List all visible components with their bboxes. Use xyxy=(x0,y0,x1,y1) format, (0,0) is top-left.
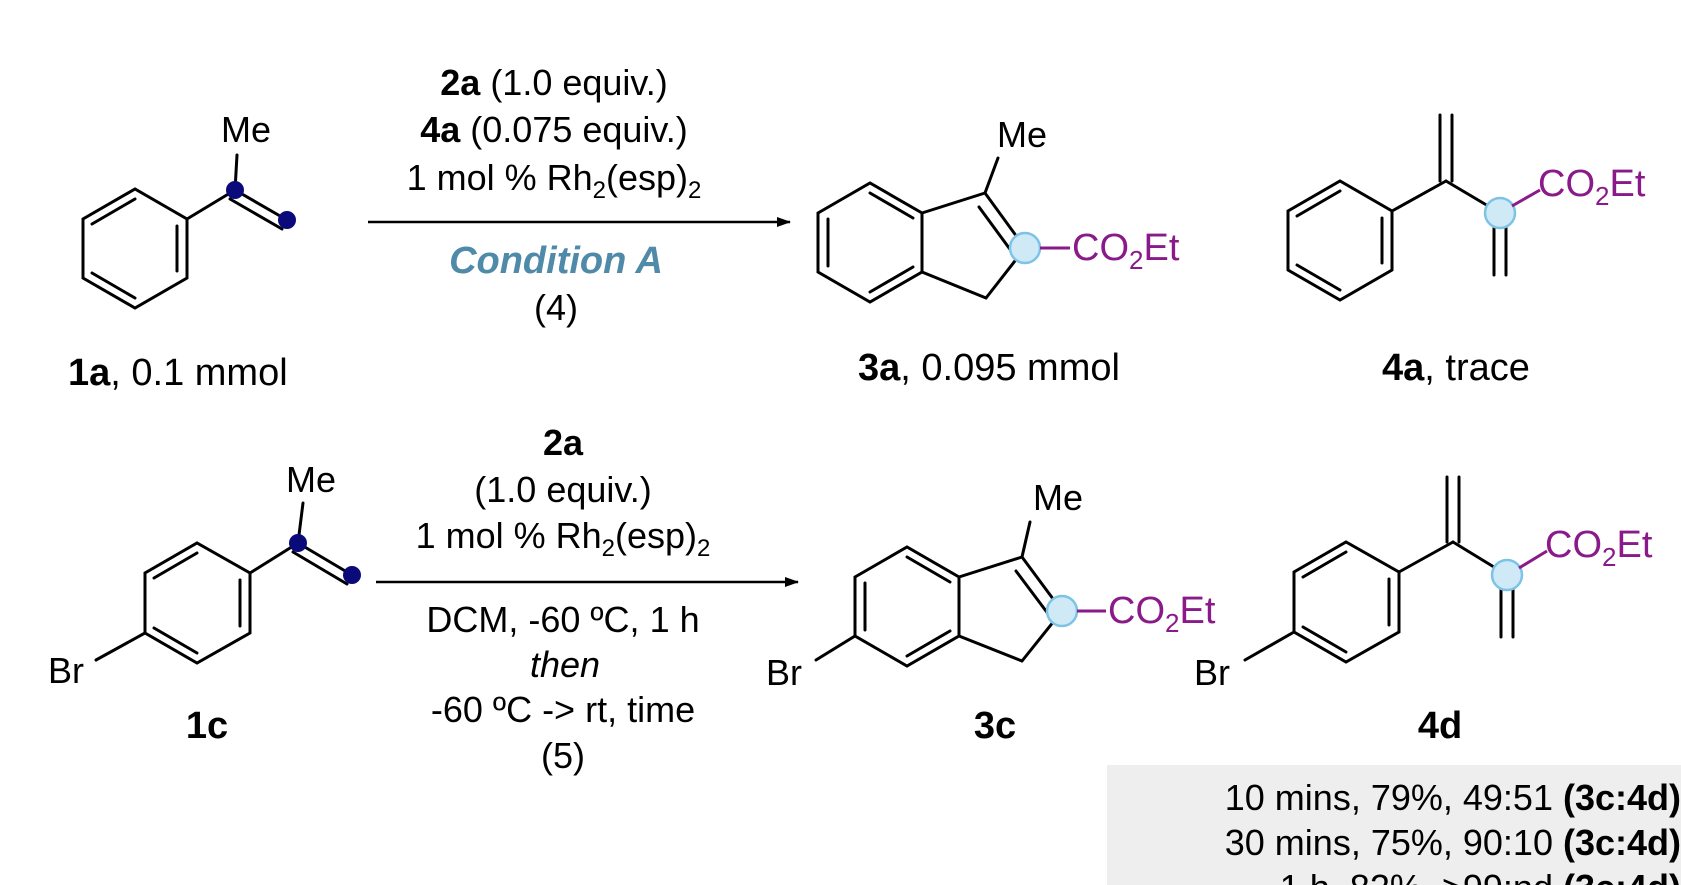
reagent-2a-line: 2a (1.0 equiv.) xyxy=(440,62,667,103)
product-3c-label: 3c xyxy=(974,705,1016,747)
ester-label: CO2Et xyxy=(1108,590,1216,638)
equation-number-4: (4) xyxy=(534,287,578,328)
condition-then: then xyxy=(530,644,600,685)
results-row: 10 mins, 79%, 49:51 (3c:4d) xyxy=(1225,777,1681,818)
product-3a-label: 3a, 0.095 mmol xyxy=(858,347,1120,389)
product-3a-structure: Me CO2Et xyxy=(816,114,1180,304)
substrate-1a-structure: Me xyxy=(81,109,296,310)
reagent-4a-line: 4a (0.075 equiv.) xyxy=(420,109,688,150)
condition-step-2: -60 ºC -> rt, time xyxy=(431,689,695,730)
results-row: 1 h, 82%, >99:nd (3c:4d) xyxy=(1280,867,1681,885)
bromo-label: Br xyxy=(766,652,802,693)
substrate-1a-label: 1a, 0.1 mmol xyxy=(68,352,288,394)
product-4d-structure: CO2Et Br xyxy=(1194,475,1653,693)
condition-a-label: Condition A xyxy=(449,240,663,282)
reagent-2a-line: 2a xyxy=(543,422,584,463)
substrate-1c-structure: Me Br xyxy=(48,459,361,691)
results-table-background xyxy=(1107,765,1681,885)
methyl-label: Me xyxy=(286,459,336,500)
methyl-label: Me xyxy=(997,114,1047,155)
substrate-1c-label: 1c xyxy=(186,705,228,747)
ester-label: CO2Et xyxy=(1538,163,1646,211)
catalyst-line: 1 mol % Rh2(esp)2 xyxy=(407,157,702,204)
labeled-carbon-dot xyxy=(278,211,296,229)
bromo-label: Br xyxy=(48,650,84,691)
highlighted-carbon xyxy=(1490,558,1524,592)
product-4a-structure: CO2Et xyxy=(1286,113,1646,302)
catalyst-line: 1 mol % Rh2(esp)2 xyxy=(416,515,711,562)
condition-step-1: DCM, -60 ºC, 1 h xyxy=(426,599,699,640)
ester-label: CO2Et xyxy=(1545,524,1653,572)
highlighted-carbon xyxy=(1483,196,1517,230)
labeled-carbon-dot xyxy=(289,534,307,552)
results-row: 30 mins, 75%, 90:10 (3c:4d) xyxy=(1225,822,1681,863)
labeled-carbon-dot xyxy=(343,566,361,584)
highlighted-carbon xyxy=(1045,594,1079,628)
product-4d-label: 4d xyxy=(1418,705,1462,747)
highlighted-carbon xyxy=(1008,231,1042,265)
reagent-equiv-line: (1.0 equiv.) xyxy=(474,469,651,510)
product-4a-label: 4a, trace xyxy=(1382,347,1530,389)
methyl-label: Me xyxy=(221,109,271,150)
bromo-label: Br xyxy=(1194,652,1230,693)
methyl-label: Me xyxy=(1033,477,1083,518)
results-table: 10 mins, 79%, 49:51 (3c:4d) 30 mins, 75%… xyxy=(1107,765,1681,885)
ester-label: CO2Et xyxy=(1072,227,1180,275)
product-3c-structure: Me CO2Et Br xyxy=(766,477,1216,693)
labeled-carbon-dot xyxy=(226,181,244,199)
equation-number-5: (5) xyxy=(541,735,585,776)
